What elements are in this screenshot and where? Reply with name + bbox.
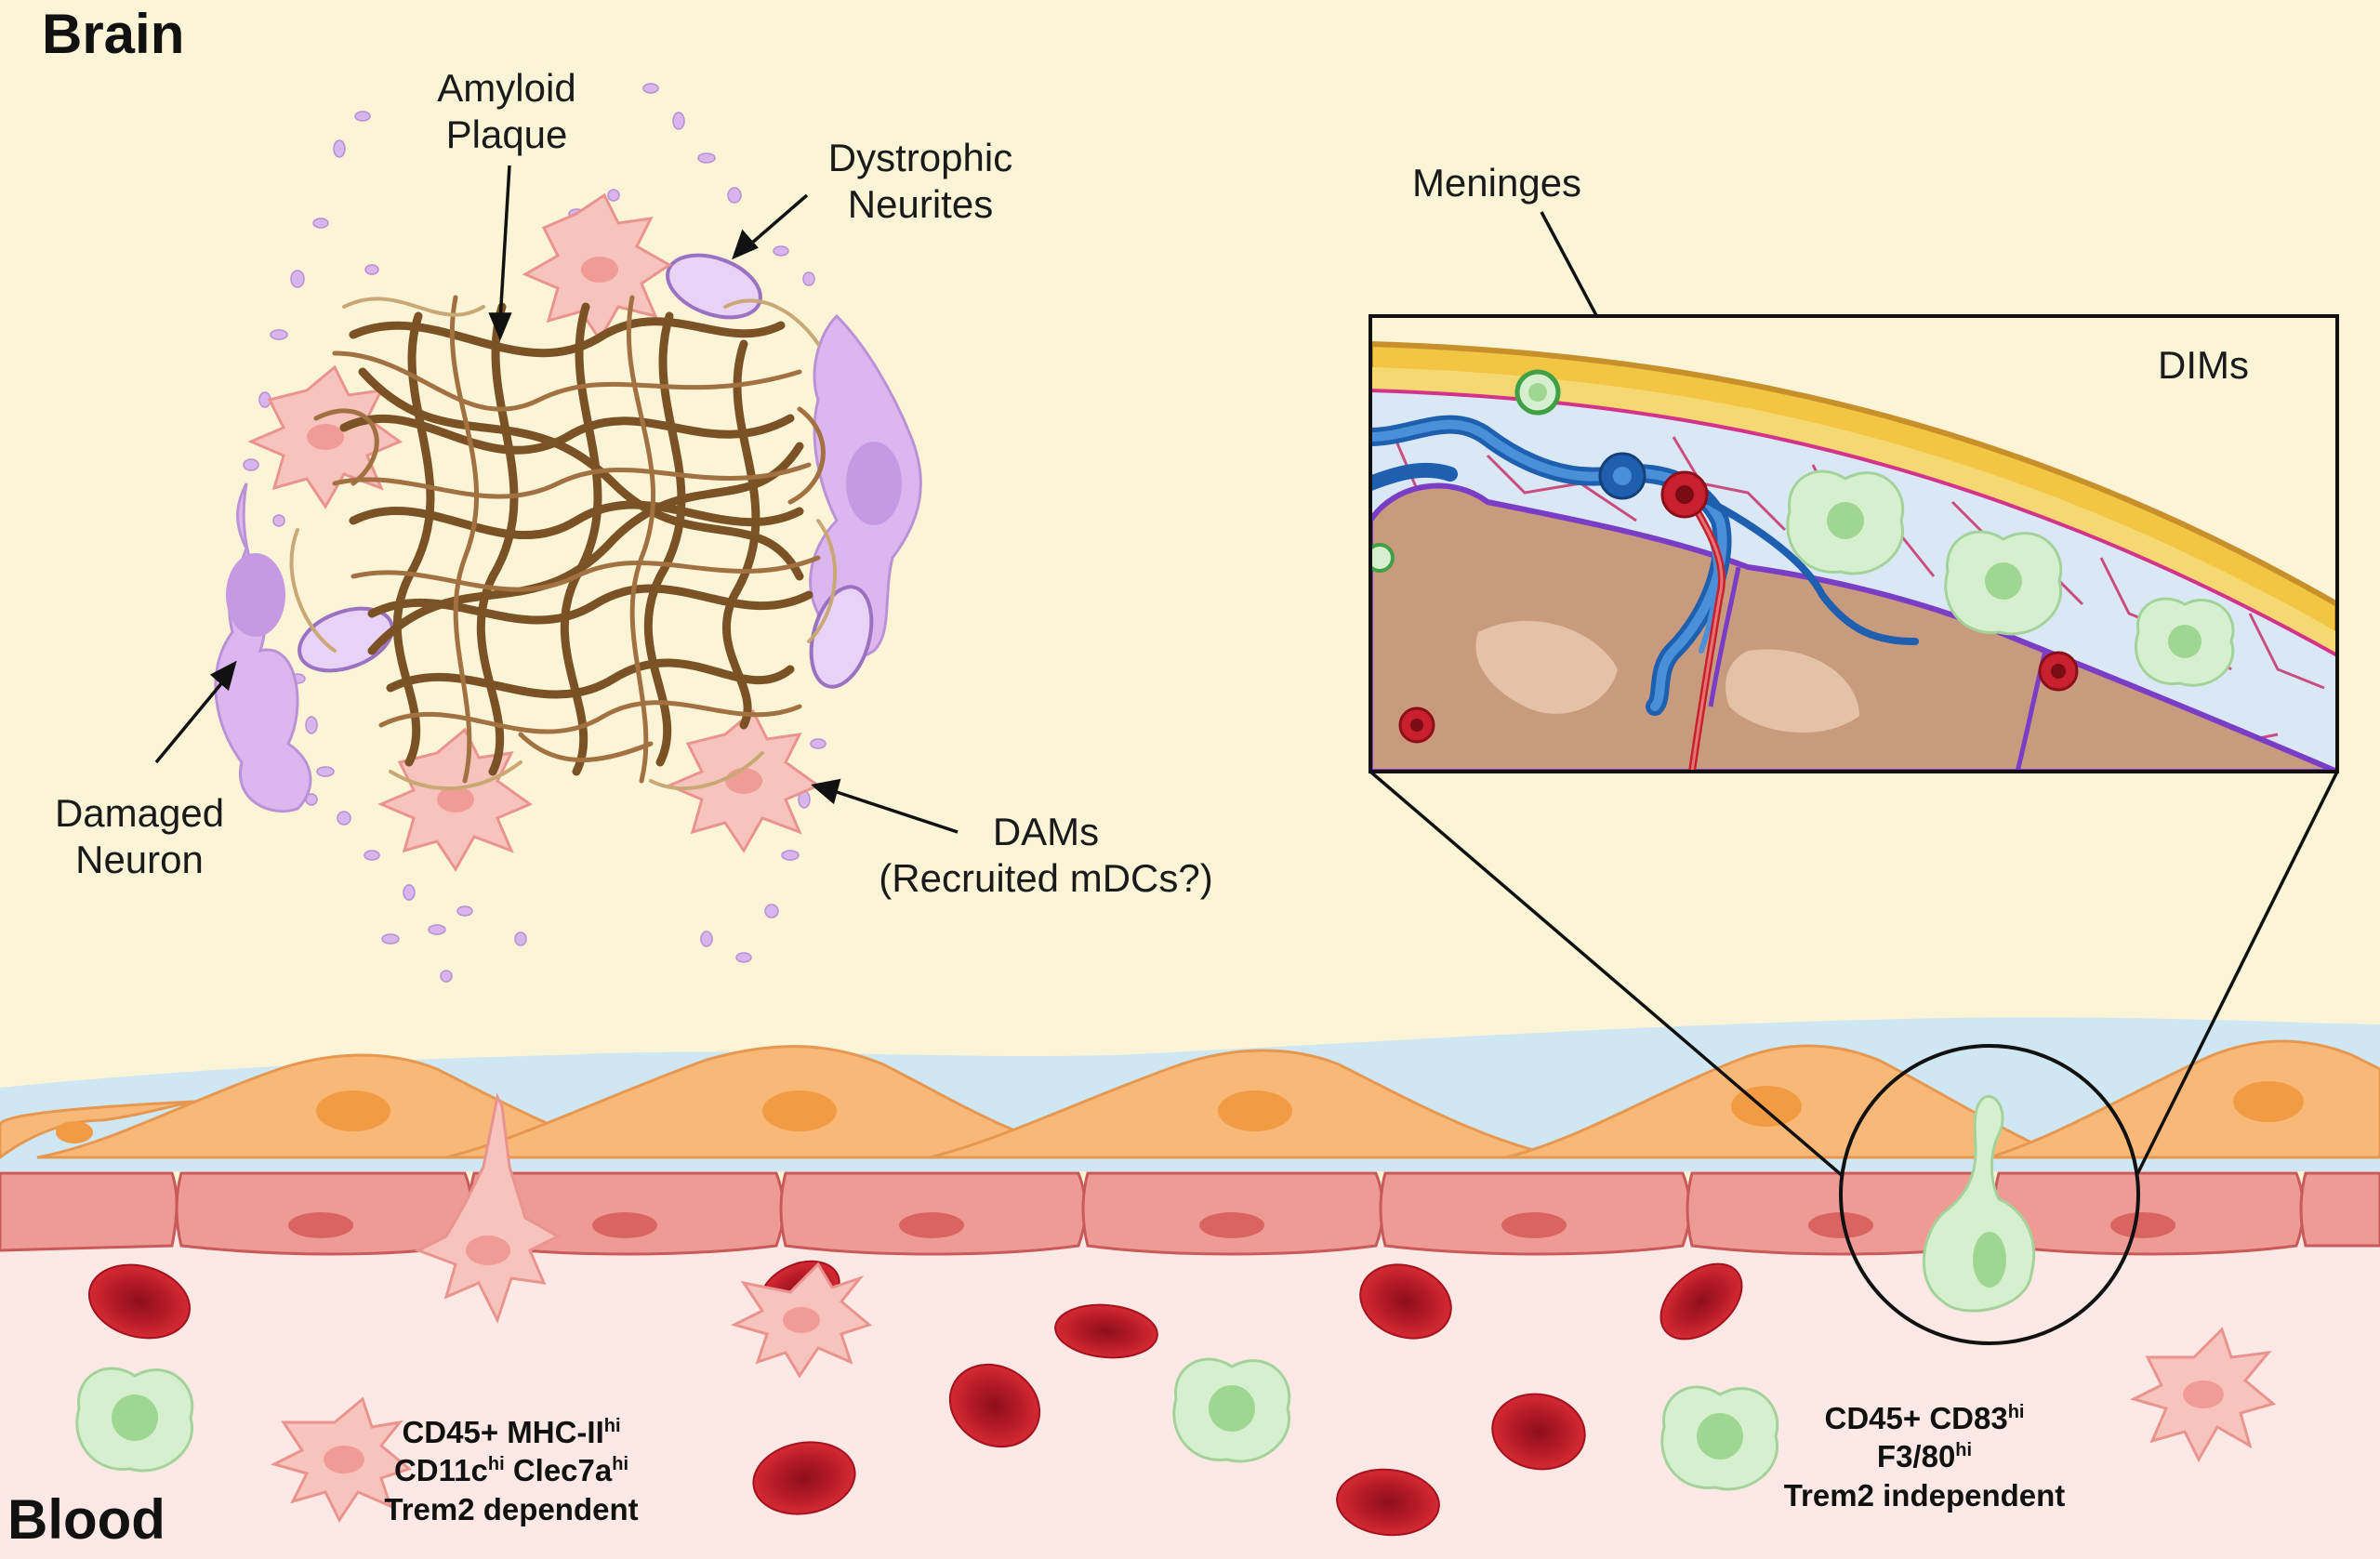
dim-marker-line3: Trem2 independent	[1783, 1477, 2066, 1513]
blood-dims	[75, 1357, 1779, 1491]
dystrophic-neurites-label-line2: Neurites	[847, 181, 994, 226]
meninges-inset	[1368, 314, 2339, 773]
amyloid-plaque-label: Amyloid Plaque	[414, 65, 600, 157]
damaged-neuron-label: Damaged Neuron	[33, 790, 246, 882]
endothelial-nuclei	[288, 1212, 2175, 1238]
dims-label: DIMs	[2158, 343, 2249, 387]
amyloid-plaque-label-line2: Plaque	[445, 112, 568, 156]
dim-marker-line2: F3/80hi	[1876, 1439, 1973, 1474]
zoom-connectors	[1368, 770, 2339, 1178]
astrocyte-nuclei	[56, 1081, 2304, 1143]
dam-marker-line1: CD45+ MHC-IIhi	[402, 1415, 621, 1449]
dam-marker-line3: Trem2 dependent	[384, 1491, 639, 1526]
dystrophic-neurite-fragments	[243, 83, 845, 983]
brain-region-label: Brain	[42, 3, 185, 65]
dams-label-line2: (Recruited mDCs?)	[879, 855, 1213, 900]
amyloid-plaque-fibrils	[289, 295, 838, 791]
amyloid-plaque-label-line1: Amyloid	[437, 66, 576, 110]
blood-region-label: Blood	[7, 1488, 165, 1551]
dam-marker-line2: CD11chi Clec7ahi	[393, 1453, 629, 1488]
meninges-label: Meninges	[1411, 161, 1582, 205]
damaged-neuron-label-line1: Damaged	[54, 791, 225, 835]
dystrophic-neurites-label: Dystrophic Neurites	[800, 135, 1041, 227]
dystrophic-neurites-label-line1: Dystrophic	[827, 136, 1013, 179]
blood-dams	[270, 1262, 2277, 1523]
transmigrating-dim	[1922, 1094, 2036, 1313]
neuron-nuclei	[226, 442, 902, 637]
dim-marker-list: CD45+ CD83hi F3/80hi Trem2 independent	[1748, 1399, 2101, 1514]
zoom-circle	[1839, 1044, 2140, 1345]
inset-frame	[1368, 314, 2339, 773]
transmigrating-dam	[415, 1092, 562, 1324]
damaged-neuron-label-line2: Neuron	[75, 837, 204, 881]
dams-label: DAMs (Recruited mDCs?)	[837, 809, 1255, 901]
dam-marker-list: CD45+ MHC-IIhi CD11chi Clec7ahi Trem2 de…	[307, 1413, 716, 1528]
dam-nuclei-brain	[307, 257, 762, 813]
dim-marker-line1: CD45+ CD83hi	[1824, 1401, 2025, 1435]
dams-label-line1: DAMs	[992, 810, 1100, 853]
